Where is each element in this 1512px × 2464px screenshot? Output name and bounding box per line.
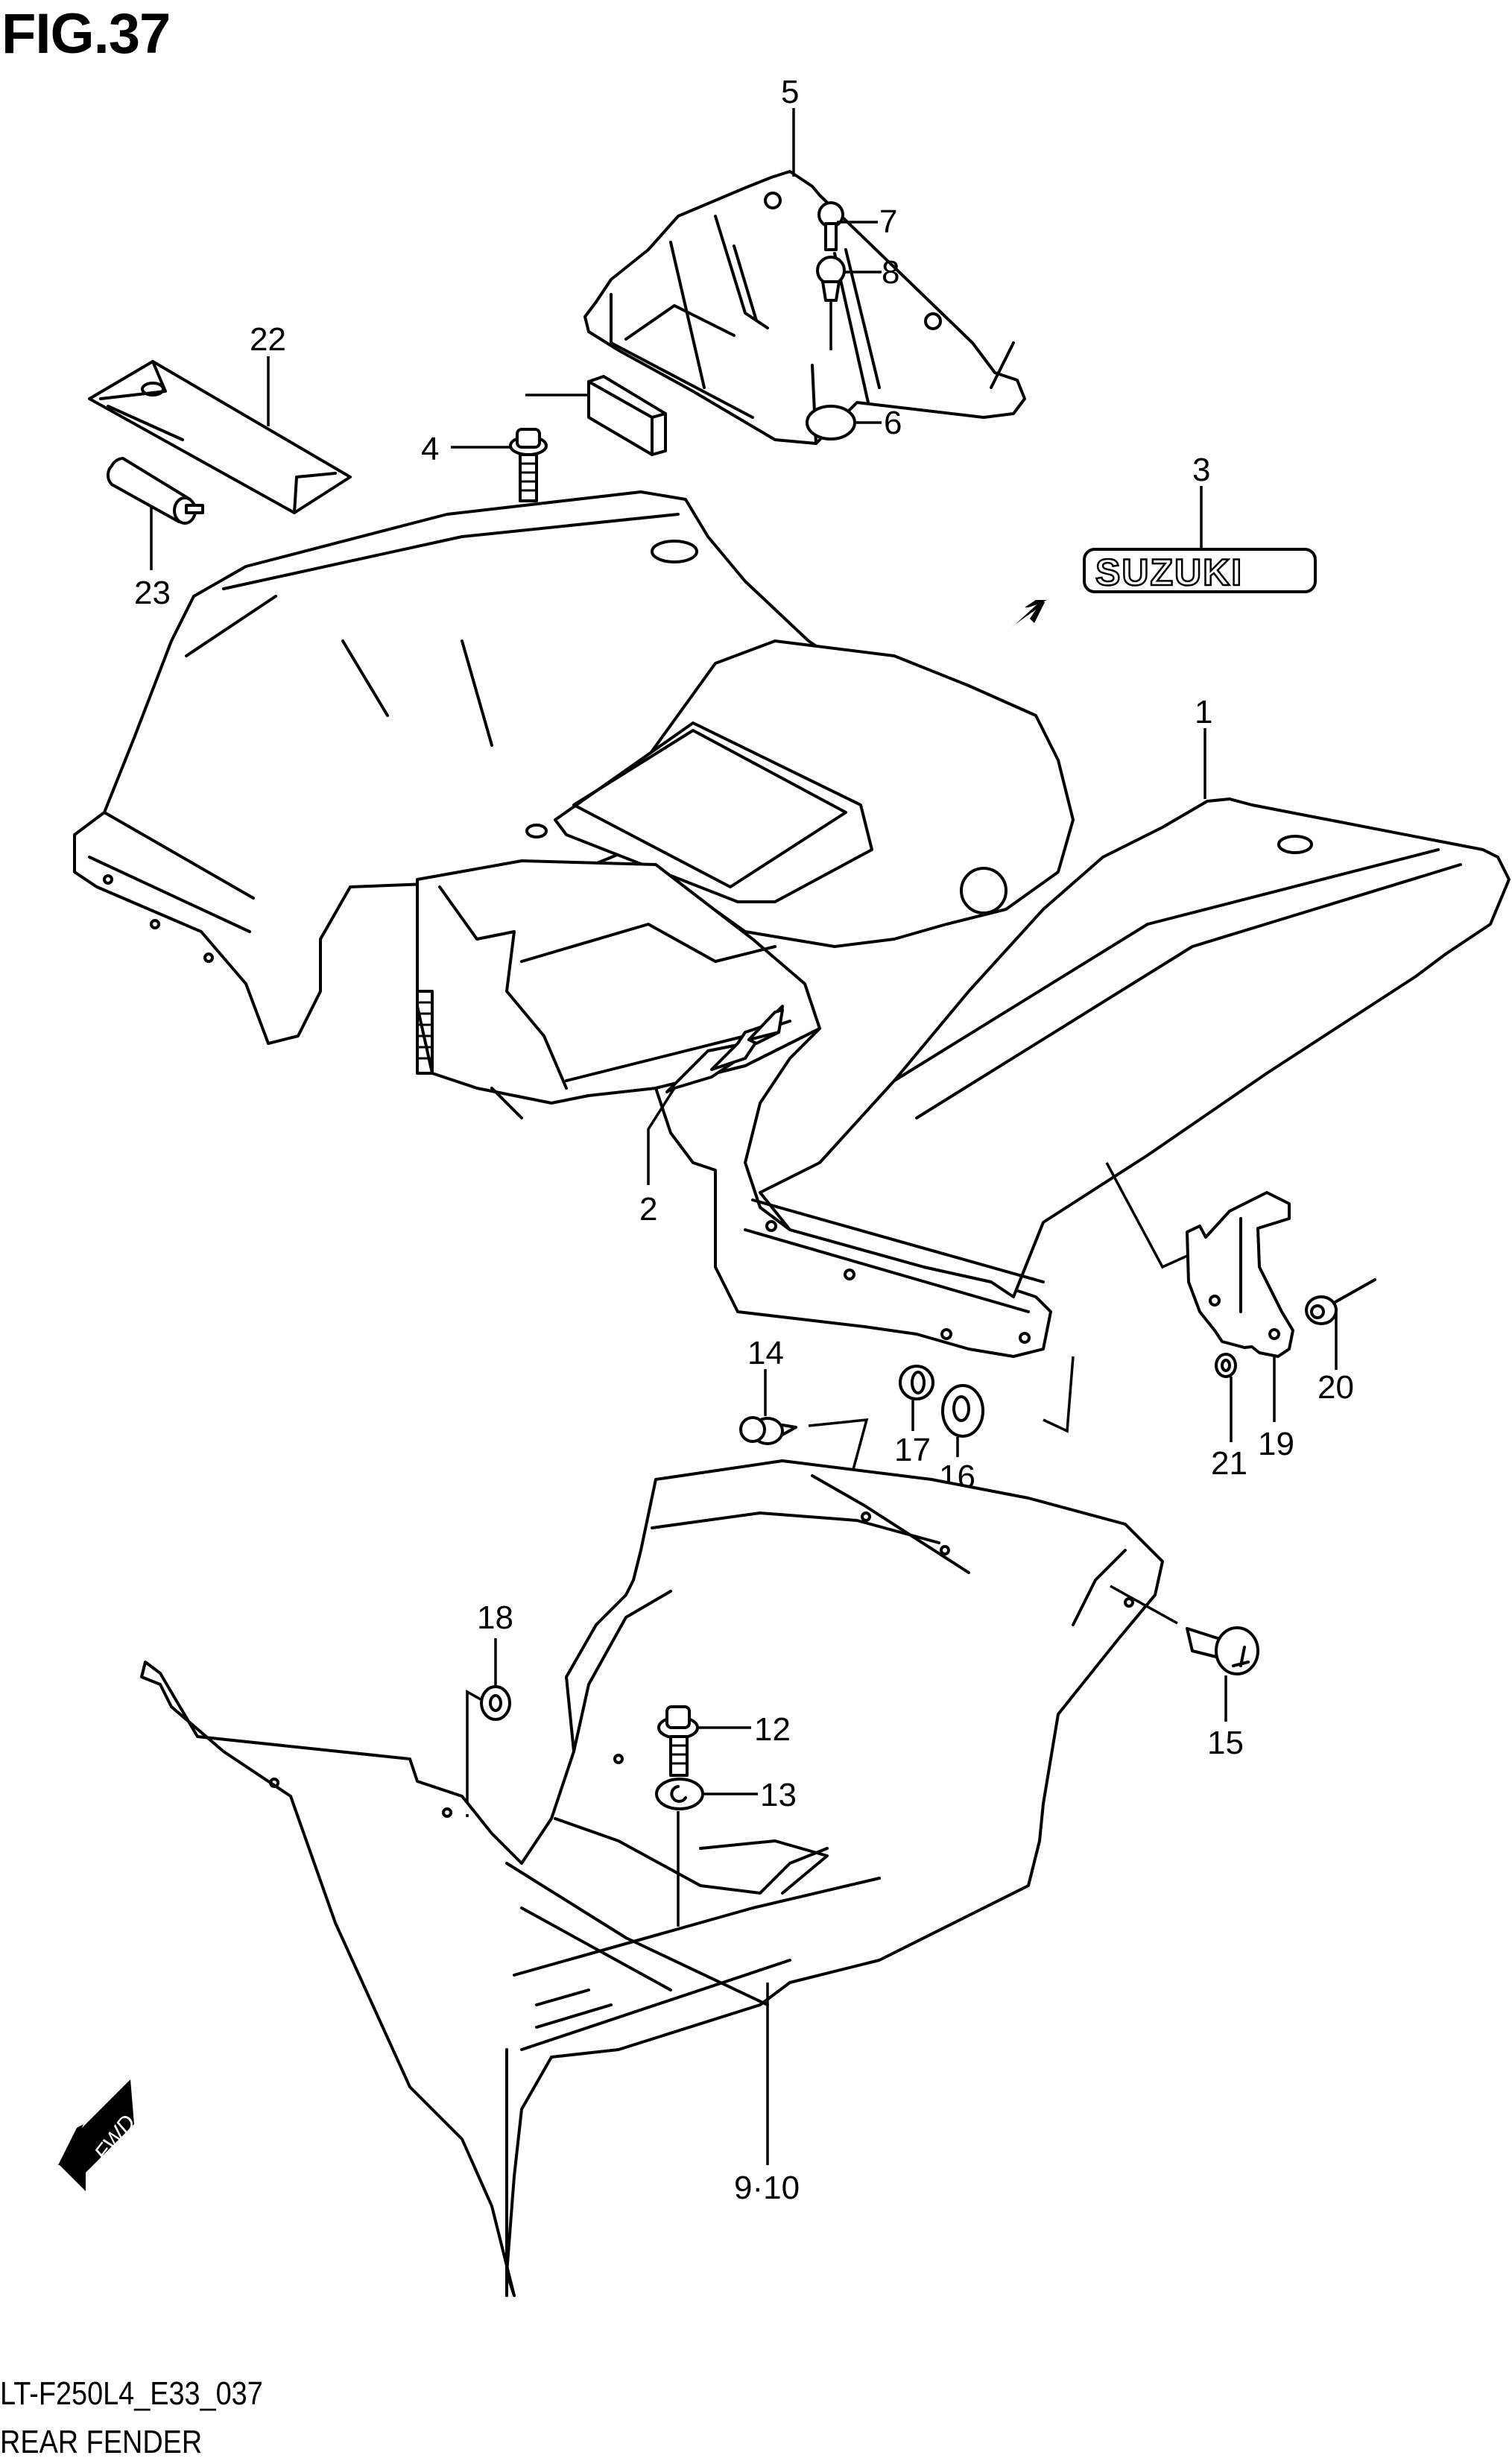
callout-3: 3 [1192,452,1210,488]
part-18-bracket[interactable] [1186,1191,1294,1358]
part-7-clip-pin[interactable] [817,201,844,251]
callout-16: 17 [894,1432,931,1468]
part-9-10-footrest[interactable] [140,1459,1164,2297]
callout-7: 7 [879,203,897,240]
callout-14: 15 [1207,1725,1244,1761]
part-3-suzuki-badge[interactable]: SUZUKI [1083,548,1317,594]
diagram-code: LT-F250L4_E33_037 [0,2375,263,2412]
callout-6: 6 [884,405,902,441]
callout-2: 2 [639,1191,657,1228]
callout-11: 12 [754,1711,791,1748]
part-1-rear-fender[interactable] [73,490,1511,1358]
callout-12: 13 [760,1777,797,1813]
callout-1: 1 [1195,694,1212,730]
part-5-storage-lid[interactable] [583,170,1026,445]
part-15-washer[interactable] [941,1384,984,1438]
callout-4: 4 [421,431,439,467]
callout-19: 20 [1318,1369,1354,1406]
part-20-washer[interactable] [1215,1353,1237,1378]
figure-title: FIG.37 [1,2,171,66]
callout-9-10: 9·10 [734,2170,800,2206]
part-11-bolt[interactable] [657,1705,699,1777]
part-21-tool-bag[interactable] [88,360,352,514]
callout-17: 18 [477,1599,513,1636]
diagram-name: REAR FENDER [0,2424,203,2460]
callout-13: 14 [747,1335,784,1371]
part-13-clip[interactable] [739,1416,797,1445]
forward-arrow-icon: FWD [58,2079,141,2191]
part-12-washer[interactable] [655,1778,704,1810]
part-19-bolt[interactable] [1305,1278,1376,1325]
part-22-tool[interactable] [106,457,204,525]
part-14-screw[interactable] [1186,1626,1259,1675]
part-17-washer[interactable] [480,1685,511,1721]
callout-21: 22 [250,321,286,358]
callout-5: 5 [781,74,799,110]
callout-22: 23 [134,575,171,611]
part-23-cushion[interactable] [587,375,667,456]
part-16-nut[interactable] [899,1365,934,1400]
badge-text: SUZUKI [1095,552,1243,593]
part-6-cap[interactable] [806,405,856,440]
part-4-bolt[interactable] [509,428,548,502]
callout-18: 19 [1258,1426,1294,1462]
callout-8: 8 [882,254,899,291]
part-8-clip-nut[interactable] [816,256,846,350]
callout-20: 21 [1211,1445,1247,1482]
